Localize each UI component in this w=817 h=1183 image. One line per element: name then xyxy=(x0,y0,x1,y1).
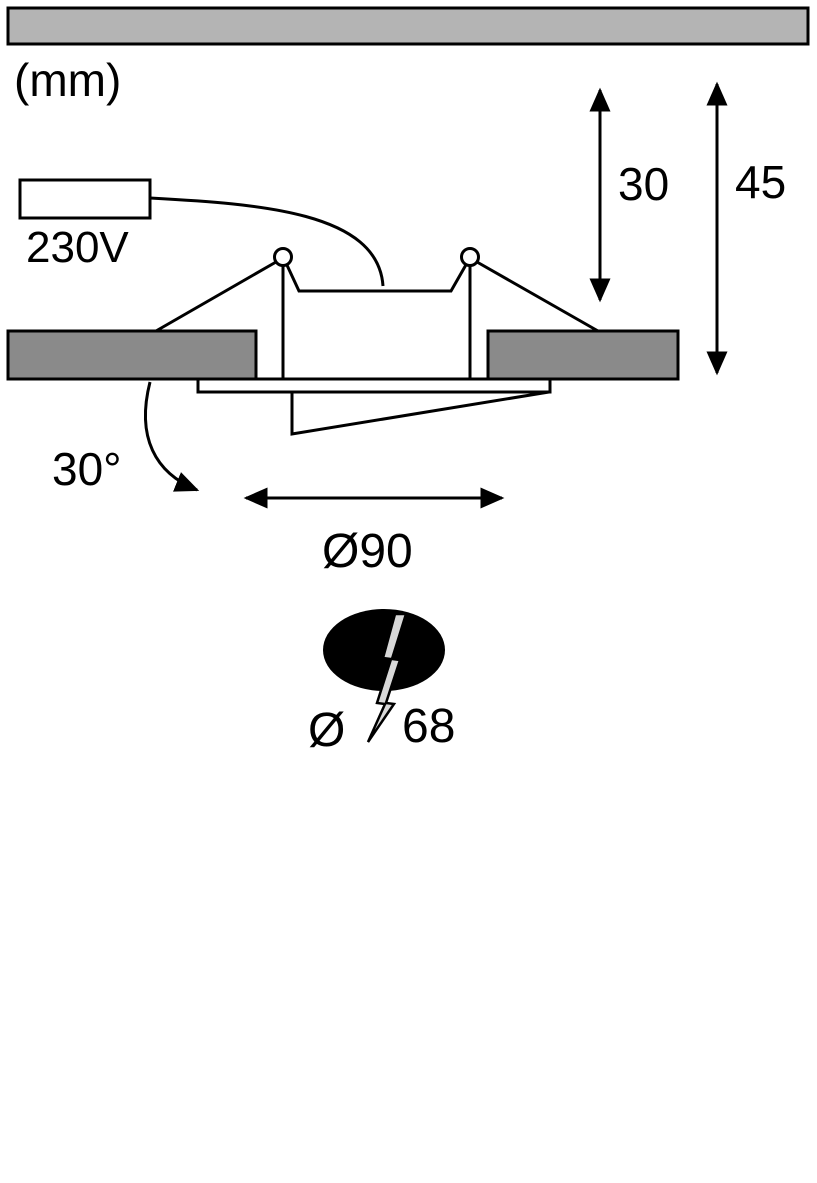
diameter-68-label: 68 xyxy=(402,700,455,753)
tilted-lens xyxy=(290,390,550,436)
diameter-90-label: Ø90 xyxy=(322,525,413,578)
power-cable xyxy=(149,196,385,287)
dim-label-45: 45 xyxy=(735,156,786,208)
unit-label: (mm) xyxy=(14,54,121,106)
trim-ring xyxy=(196,377,552,394)
pivot-circle-left xyxy=(273,247,293,267)
dim-label-30: 30 xyxy=(618,158,669,210)
ceiling-cutout-right xyxy=(486,329,680,381)
power-supply-box xyxy=(18,178,152,220)
power-voltage-label: 230V xyxy=(26,223,129,272)
spring-arm-left xyxy=(155,260,277,333)
spring-arm-right xyxy=(476,260,599,333)
tilt-arc-arrow xyxy=(144,381,200,492)
ceiling-panel xyxy=(6,6,810,46)
diameter-68-symbol: Ø xyxy=(308,704,345,757)
pivot-circle-right xyxy=(460,247,480,267)
tilt-angle-label: 30° xyxy=(52,443,122,495)
housing-bowl xyxy=(284,262,469,293)
ceiling-cutout-left xyxy=(6,329,258,381)
lightning-bolt-icon xyxy=(366,612,408,743)
